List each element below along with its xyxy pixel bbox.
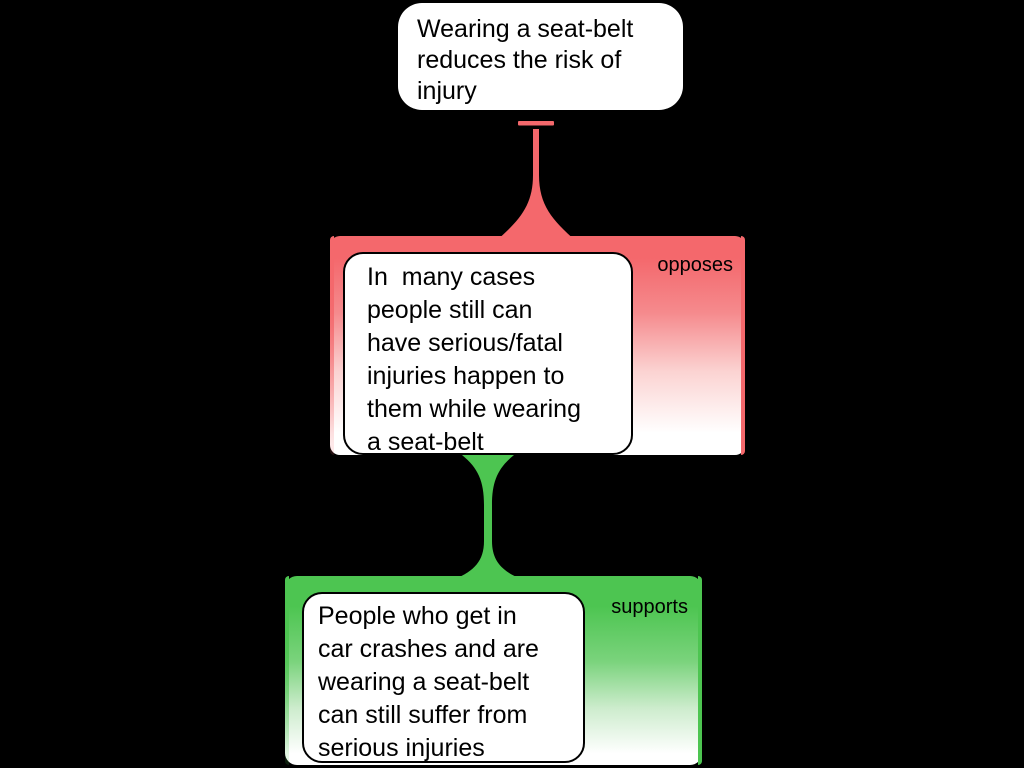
objection-text-line: a seat-belt <box>367 428 484 456</box>
support-text-line: car crashes and are <box>318 635 539 663</box>
support-text-line: wearing a seat-belt <box>318 668 530 696</box>
support-claim-node[interactable]: People who get in car crashes and are we… <box>302 592 585 763</box>
objection-relation-label: opposes <box>657 254 733 276</box>
gradient-edge-right <box>741 236 745 455</box>
objection-text-line: In many cases <box>367 263 536 291</box>
gradient-edge-right <box>698 576 702 765</box>
support-text-line: serious injuries <box>318 734 485 762</box>
objection-group[interactable]: opposes In many cases people still can h… <box>330 236 745 456</box>
opposes-connector <box>496 121 576 241</box>
objection-text-line: have serious/fatal <box>367 329 563 357</box>
support-relation-label: supports <box>611 596 688 618</box>
objection-claim-node[interactable]: In many cases people still can have seri… <box>343 252 633 456</box>
objection-text-line: them while wearing <box>367 395 581 423</box>
support-text-line: People who get in <box>318 602 517 630</box>
contention-text-line: Wearing a seat-belt <box>417 15 634 43</box>
gradient-edge-left <box>330 236 334 455</box>
contention-node[interactable]: Wearing a seat-belt reduces the risk of … <box>398 3 683 110</box>
opposes-connector-endcap <box>518 121 554 126</box>
supports-connector <box>455 455 521 579</box>
contention-text-line: reduces the risk of <box>417 46 622 74</box>
objection-text-line: injuries happen to <box>367 362 565 390</box>
objection-text-line: people still can <box>367 296 533 324</box>
support-group[interactable]: supports People who get in car crashes a… <box>285 576 702 765</box>
gradient-edge-left <box>285 576 289 765</box>
support-text-line: can still suffer from <box>318 701 528 729</box>
supports-connector-stem <box>455 455 521 579</box>
contention-text-line: injury <box>417 77 477 105</box>
opposes-connector-stem <box>496 129 576 241</box>
